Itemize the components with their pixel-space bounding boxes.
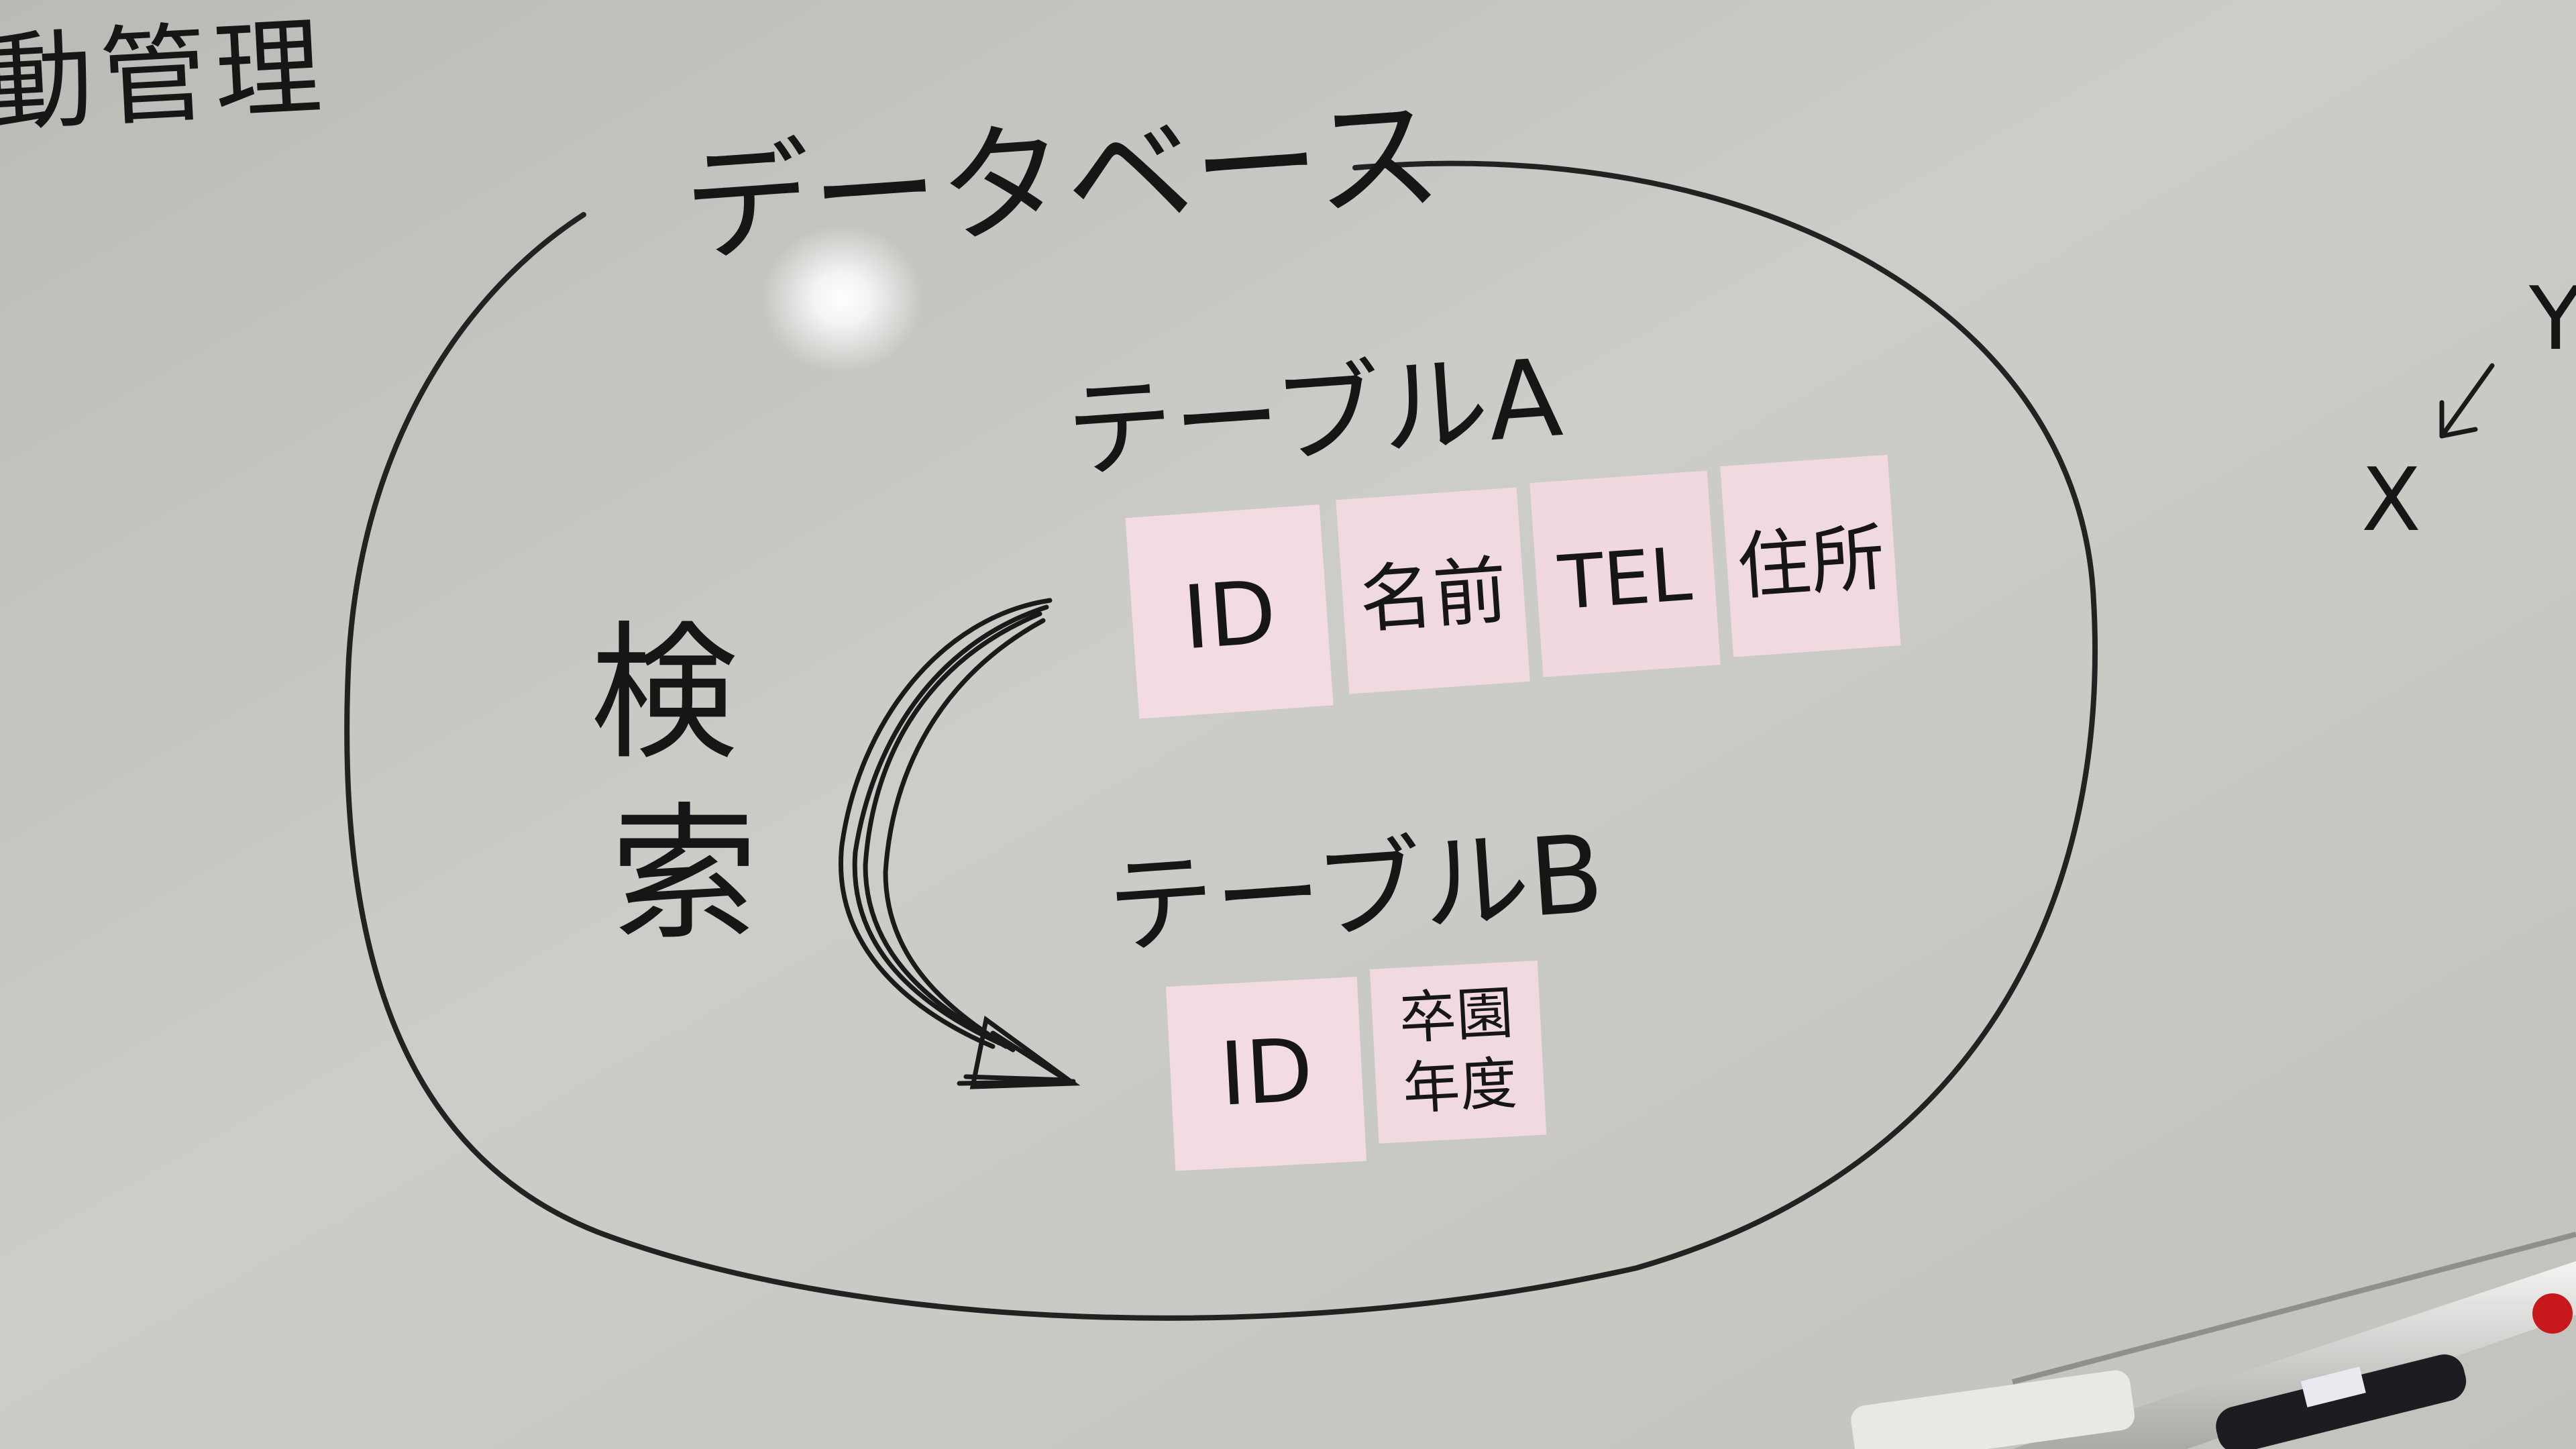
sticky-note: 住所 <box>1720 454 1901 657</box>
marker-tray <box>2012 1261 2576 1449</box>
note-text-line-1: 卒園 <box>1397 980 1515 1053</box>
table-b-notes: ID 卒園 年度 <box>1165 960 1547 1171</box>
note-text-line-2: 年度 <box>1401 1051 1519 1123</box>
axis-x-label: X <box>2361 449 2421 551</box>
note-text: ID <box>1218 1019 1316 1126</box>
marker-label <box>2300 1366 2366 1407</box>
note-text: ID <box>1179 561 1279 669</box>
note-text: 住所 <box>1734 515 1887 610</box>
marker-pen <box>2216 1354 2467 1449</box>
red-marker-cap <box>2532 1293 2573 1334</box>
axis-sketch: Y X <box>2361 268 2576 551</box>
axis-y-label: Y <box>2528 268 2576 370</box>
eraser <box>1851 1370 2135 1449</box>
table-a-notes: ID 名前 TEL 住所 <box>1125 454 1901 719</box>
corner-text: 動管理 <box>0 4 331 147</box>
arrow-head <box>957 1015 1081 1089</box>
sticky-note: ID <box>1125 504 1334 719</box>
search-label-char-1: 検 <box>590 608 738 780</box>
database-circle <box>344 160 2098 1321</box>
search-arrow <box>839 598 1053 1053</box>
sticky-note: 卒園 年度 <box>1370 960 1547 1144</box>
light-glare <box>761 225 922 372</box>
sticky-note: 名前 <box>1336 487 1530 694</box>
note-text: 名前 <box>1356 547 1509 643</box>
tray-edge <box>2011 1232 2576 1385</box>
sticky-note: TEL <box>1529 470 1721 678</box>
sticky-note: ID <box>1165 977 1366 1171</box>
note-text: TEL <box>1555 531 1694 627</box>
search-label-char-2: 索 <box>610 789 758 961</box>
